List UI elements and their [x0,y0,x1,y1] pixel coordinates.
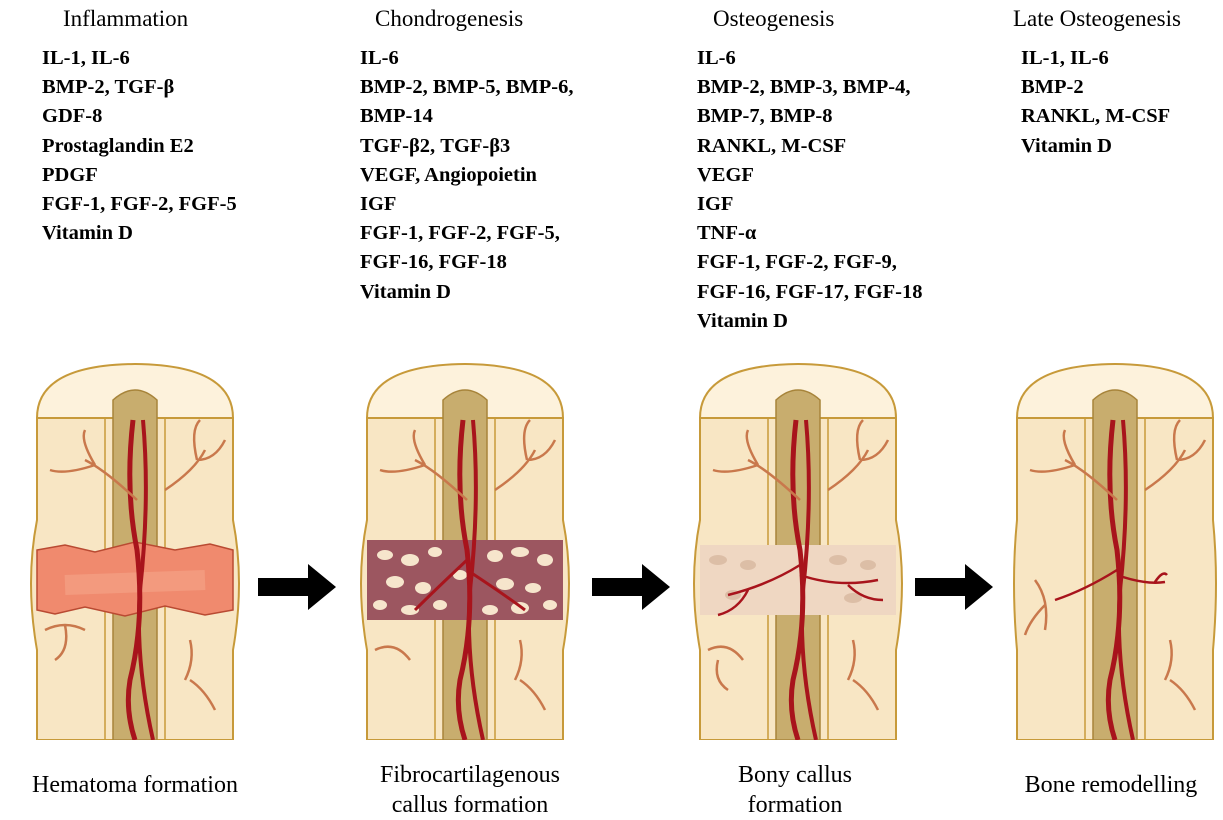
factor-item: TNF-α [697,219,922,248]
factor-item: IL-1, IL-6 [42,44,237,73]
factor-list-inflammation: IL-1, IL-6 BMP-2, TGF-β GDF-8 Prostaglan… [42,44,237,248]
factor-item: IGF [697,190,922,219]
factor-item: BMP-7, BMP-8 [697,102,922,131]
caption-line: Hematoma formation [10,770,260,800]
factor-item: IL-1, IL-6 [1021,44,1170,73]
factor-item: FGF-1, FGF-2, FGF-9, [697,248,922,277]
stage-title-osteogenesis: Osteogenesis [713,6,834,32]
factor-item: RANKL, M-CSF [697,132,922,161]
factor-item: FGF-1, FGF-2, FGF-5 [42,190,237,219]
factor-item: BMP-2, BMP-3, BMP-4, [697,73,922,102]
factor-item: IGF [360,190,574,219]
factor-item: Vitamin D [42,219,237,248]
bone-illustration-hematoma [25,360,245,740]
bone-illustration-remodelled [1005,360,1223,740]
caption-hematoma-formation: Hematoma formation [10,770,260,800]
bone-illustration-fibrocartilage-callus [355,360,575,740]
arrow-icon [915,562,995,612]
factor-item: FGF-16, FGF-18 [360,248,574,277]
factor-item: IL-6 [360,44,574,73]
caption-bone-remodelling: Bone remodelling [1000,770,1222,800]
factor-item: BMP-2 [1021,73,1170,102]
caption-bony-callus: Bony callus formation [690,760,900,820]
caption-line: callus formation [350,790,590,820]
factor-list-osteogenesis: IL-6 BMP-2, BMP-3, BMP-4, BMP-7, BMP-8 R… [697,44,922,336]
factor-item: Vitamin D [360,278,574,307]
caption-line: Bony callus [690,760,900,790]
factor-item: FGF-1, FGF-2, FGF-5, [360,219,574,248]
factor-item: BMP-2, BMP-5, BMP-6, [360,73,574,102]
bone-illustration-bony-callus [688,360,908,740]
stage-title-chondrogenesis: Chondrogenesis [375,6,523,32]
factor-item: PDGF [42,161,237,190]
factor-item: GDF-8 [42,102,237,131]
arrow-icon [592,562,672,612]
factor-item: VEGF, Angiopoietin [360,161,574,190]
arrow-icon [258,562,338,612]
factor-item: BMP-14 [360,102,574,131]
factor-item: Vitamin D [697,307,922,336]
factor-item: Vitamin D [1021,132,1170,161]
factor-item: FGF-16, FGF-17, FGF-18 [697,278,922,307]
caption-line: Fibrocartilagenous [350,760,590,790]
stage-title-late-osteogenesis: Late Osteogenesis [1013,6,1181,32]
factor-item: RANKL, M-CSF [1021,102,1170,131]
caption-fibrocartilagenous-callus: Fibrocartilagenous callus formation [350,760,590,820]
factor-item: TGF-β2, TGF-β3 [360,132,574,161]
caption-line: Bone remodelling [1000,770,1222,800]
stage-title-inflammation: Inflammation [63,6,188,32]
caption-line: formation [690,790,900,820]
factor-list-late-osteogenesis: IL-1, IL-6 BMP-2 RANKL, M-CSF Vitamin D [1021,44,1170,161]
factor-item: Prostaglandin E2 [42,132,237,161]
factor-item: BMP-2, TGF-β [42,73,237,102]
factor-item: IL-6 [697,44,922,73]
factor-item: VEGF [697,161,922,190]
factor-list-chondrogenesis: IL-6 BMP-2, BMP-5, BMP-6, BMP-14 TGF-β2,… [360,44,574,307]
